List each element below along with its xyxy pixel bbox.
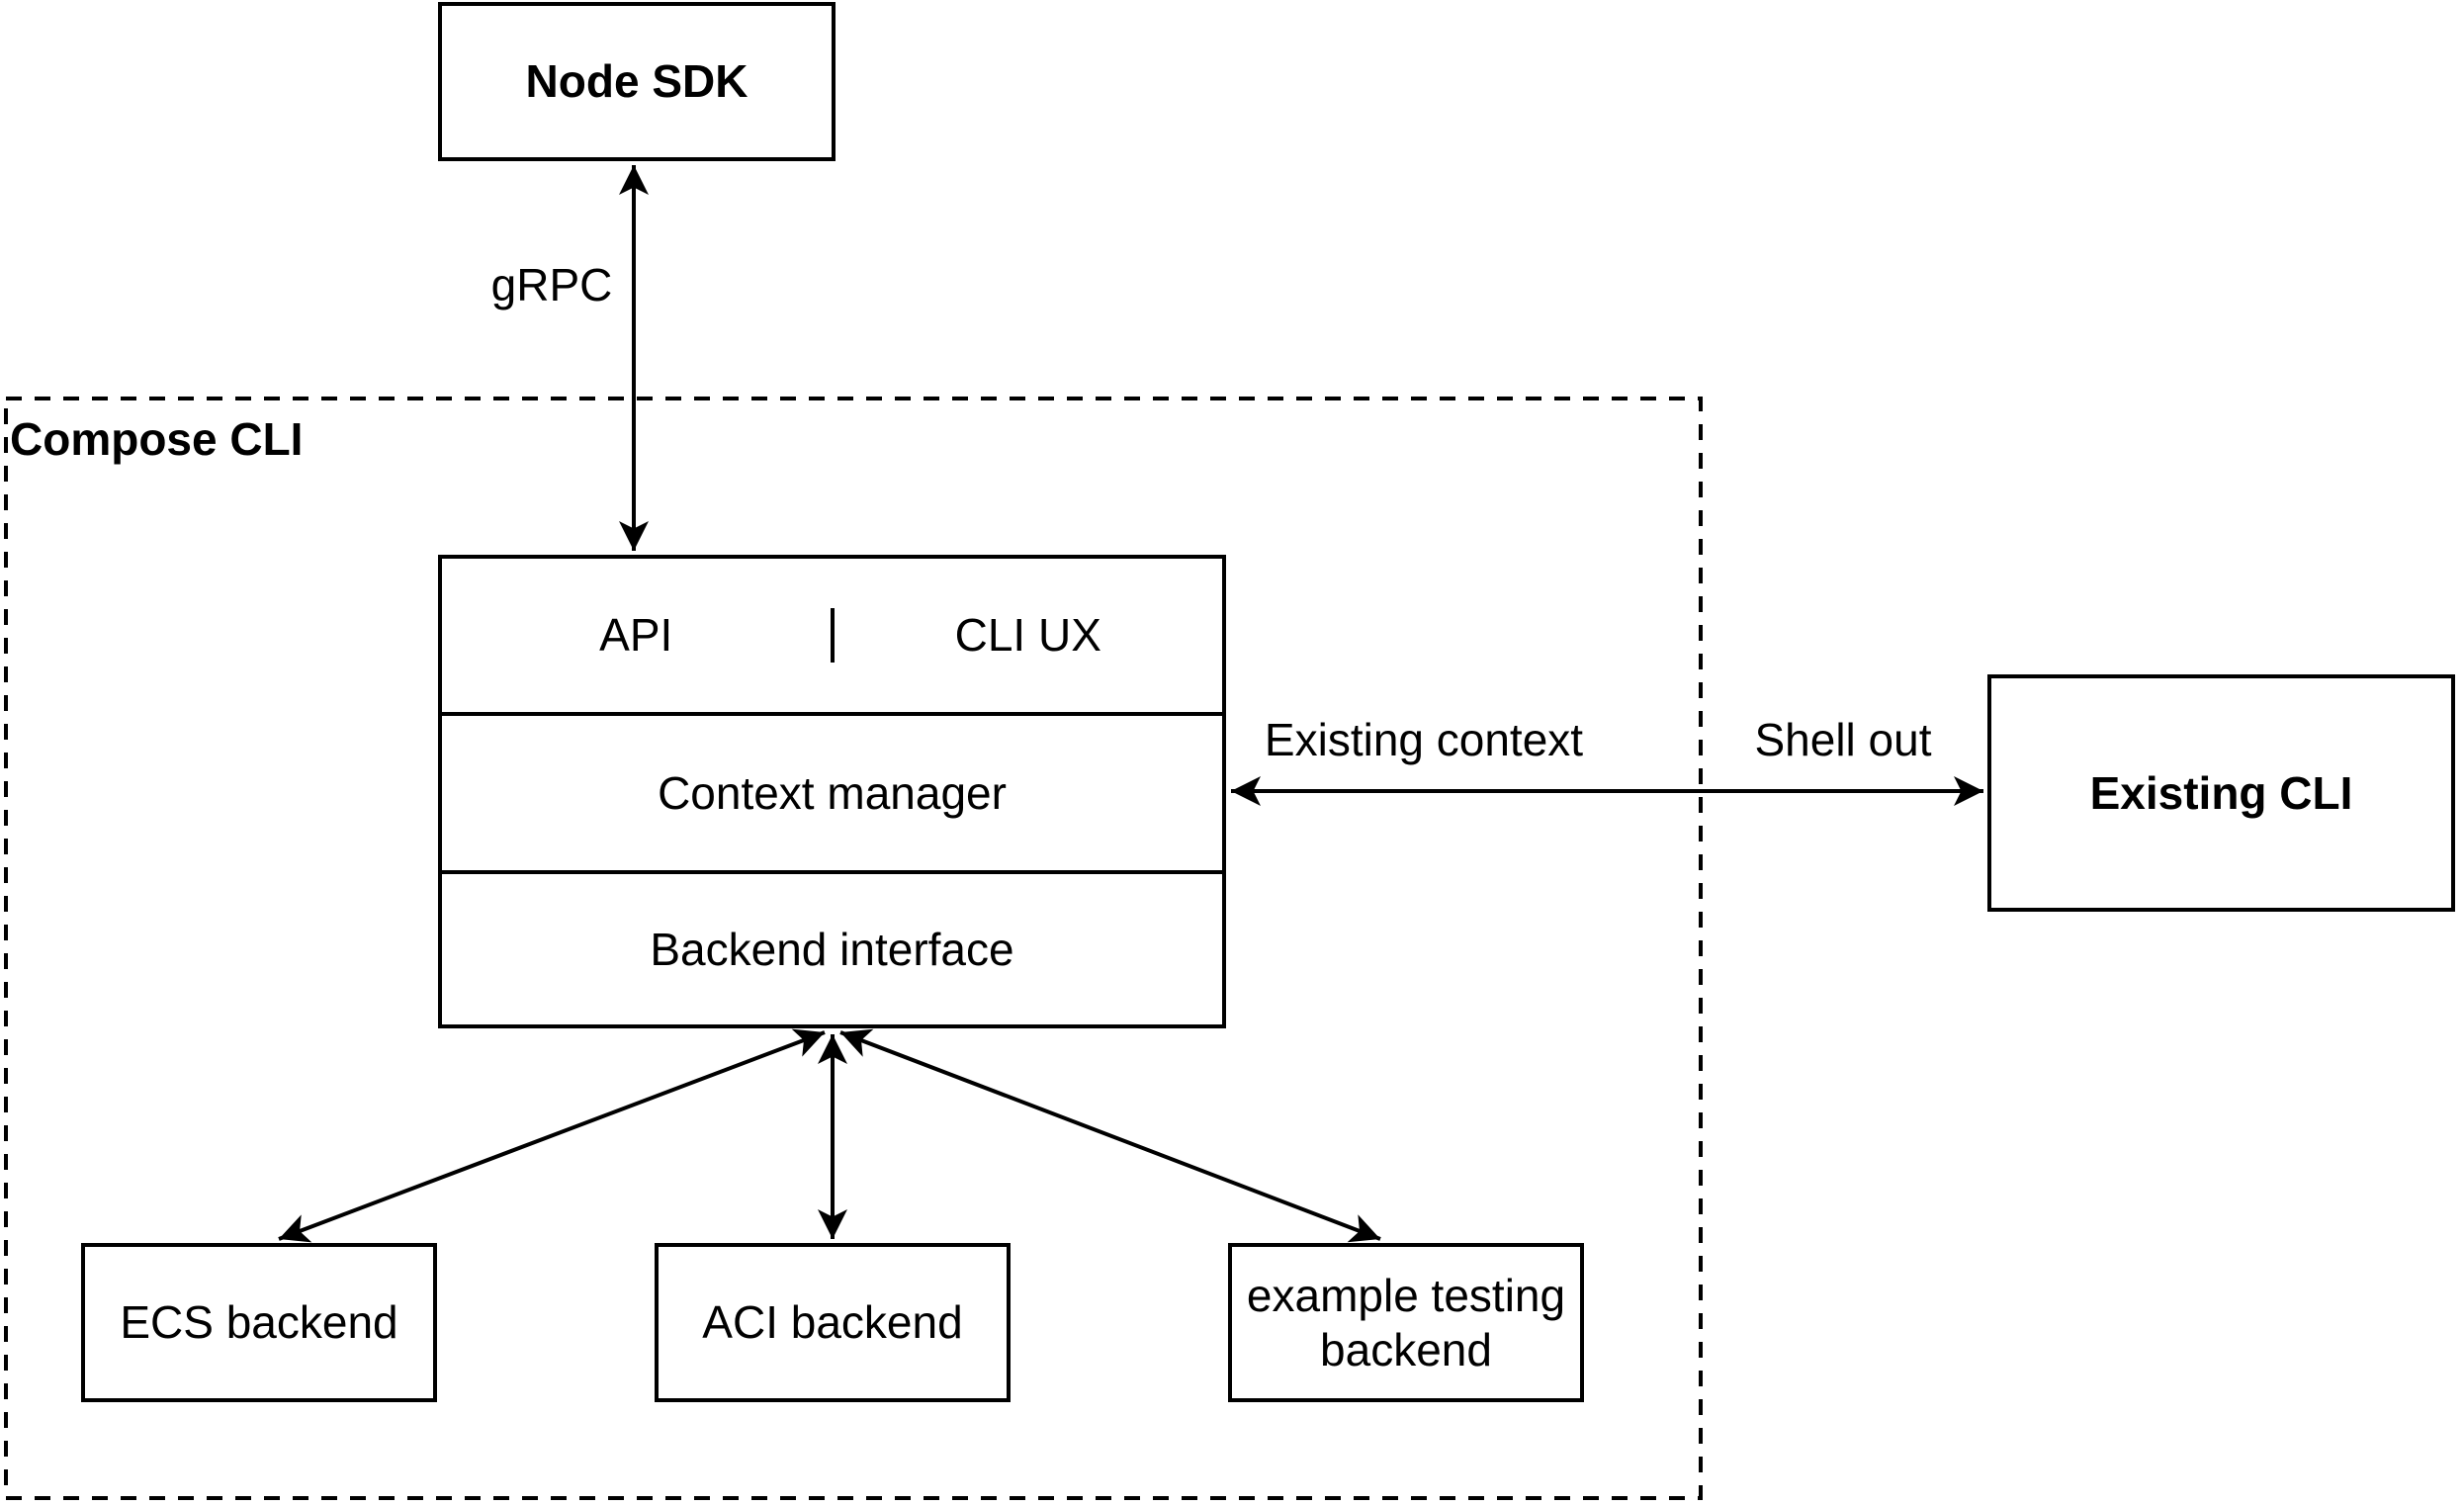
node-sdk-label: Node SDK bbox=[525, 55, 748, 108]
compose-cli-core-box: API CLI UX Context manager Backend inter… bbox=[438, 555, 1226, 1028]
api-label: API bbox=[599, 609, 673, 662]
api-cliux-row: API CLI UX bbox=[442, 559, 1222, 716]
cli-ux-cell: CLI UX bbox=[835, 608, 1223, 662]
existing-cli-label: Existing CLI bbox=[2089, 766, 2353, 819]
compose-cli-container-label: Compose CLI bbox=[10, 413, 304, 465]
example-testing-backend-label: example testing backend bbox=[1247, 1269, 1565, 1376]
ecs-backend-label: ECS backend bbox=[120, 1296, 398, 1349]
aci-backend-box: ACI backend bbox=[655, 1243, 1011, 1402]
node-sdk-box: Node SDK bbox=[438, 2, 836, 161]
example-testing-backend-label-line1: example testing bbox=[1246, 1270, 1566, 1322]
context-manager-cell: Context manager bbox=[442, 716, 1222, 874]
shell-out-edge-label: Shell out bbox=[1754, 714, 1932, 765]
existing-cli-box: Existing CLI bbox=[1987, 674, 2455, 912]
ecs-backend-arrow bbox=[278, 1028, 826, 1243]
context-manager-label: Context manager bbox=[658, 766, 1007, 819]
grpc-edge-label: gRPC bbox=[490, 259, 613, 310]
cli-ux-label: CLI UX bbox=[954, 609, 1101, 662]
backend-interface-cell: Backend interface bbox=[442, 874, 1222, 1024]
aci-backend-label: ACI backend bbox=[702, 1296, 963, 1349]
backend-interface-label: Backend interface bbox=[650, 923, 1014, 975]
ecs-backend-box: ECS backend bbox=[81, 1243, 437, 1402]
example-testing-backend-box: example testing backend bbox=[1228, 1243, 1584, 1402]
example-testing-backend-arrow bbox=[839, 1028, 1381, 1243]
existing-context-edge-label: Existing context bbox=[1264, 714, 1584, 765]
api-cell: API bbox=[442, 608, 835, 663]
example-testing-backend-label-line2: backend bbox=[1320, 1323, 1492, 1375]
